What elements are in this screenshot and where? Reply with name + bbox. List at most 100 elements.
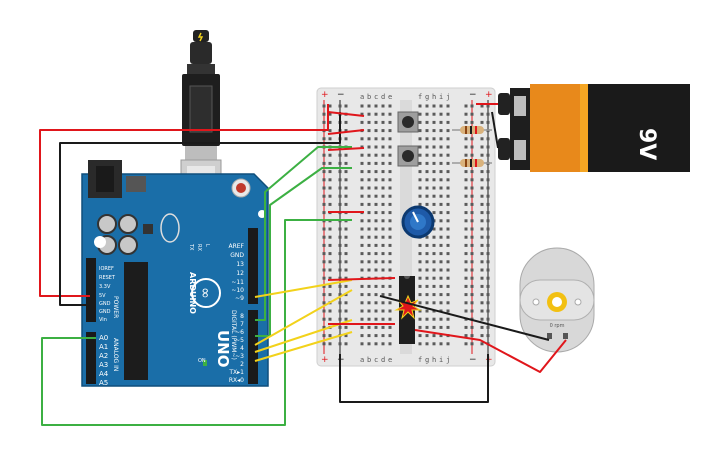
breadboard-hole[interactable]: [425, 129, 429, 133]
breadboard-hole[interactable]: [374, 334, 378, 338]
breadboard-hole[interactable]: [418, 161, 422, 165]
breadboard-hole[interactable]: [360, 170, 364, 174]
breadboard-hole[interactable]: [418, 325, 422, 329]
breadboard-hole[interactable]: [439, 252, 443, 256]
breadboard-hole[interactable]: [425, 178, 429, 182]
breadboard-hole[interactable]: [432, 268, 436, 272]
breadboard-hole[interactable]: [344, 252, 348, 256]
breadboard-hole[interactable]: [432, 276, 436, 280]
breadboard-hole[interactable]: [464, 194, 468, 198]
breadboard-hole[interactable]: [344, 104, 348, 108]
breadboard-hole[interactable]: [388, 219, 392, 223]
breadboard-hole[interactable]: [388, 194, 392, 198]
breadboard-hole[interactable]: [464, 309, 468, 313]
breadboard-hole[interactable]: [360, 260, 364, 264]
breadboard-hole[interactable]: [360, 137, 364, 141]
breadboard-hole[interactable]: [388, 112, 392, 116]
breadboard-hole[interactable]: [367, 202, 371, 206]
breadboard-hole[interactable]: [381, 325, 385, 329]
breadboard-hole[interactable]: [486, 112, 490, 116]
breadboard-hole[interactable]: [388, 317, 392, 321]
breadboard-hole[interactable]: [381, 227, 385, 231]
breadboard-hole[interactable]: [360, 293, 364, 297]
breadboard-hole[interactable]: [439, 178, 443, 182]
breadboard-hole[interactable]: [480, 112, 484, 116]
breadboard-hole[interactable]: [480, 260, 484, 264]
breadboard-hole[interactable]: [486, 194, 490, 198]
breadboard-hole[interactable]: [432, 211, 436, 215]
breadboard-hole[interactable]: [480, 145, 484, 149]
breadboard-hole[interactable]: [381, 252, 385, 256]
breadboard-hole[interactable]: [374, 120, 378, 124]
breadboard-hole[interactable]: [374, 342, 378, 346]
breadboard-hole[interactable]: [480, 284, 484, 288]
breadboard-hole[interactable]: [446, 293, 450, 297]
breadboard-hole[interactable]: [381, 260, 385, 264]
breadboard-hole[interactable]: [486, 276, 490, 280]
breadboard-hole[interactable]: [446, 178, 450, 182]
breadboard-hole[interactable]: [486, 104, 490, 108]
breadboard-hole[interactable]: [439, 137, 443, 141]
breadboard-hole[interactable]: [381, 268, 385, 272]
breadboard-hole[interactable]: [328, 284, 332, 288]
breadboard-hole[interactable]: [486, 301, 490, 305]
breadboard-hole[interactable]: [328, 276, 332, 280]
breadboard-hole[interactable]: [360, 342, 364, 346]
breadboard-hole[interactable]: [439, 268, 443, 272]
breadboard-hole[interactable]: [464, 342, 468, 346]
breadboard-hole[interactable]: [374, 161, 378, 165]
breadboard-hole[interactable]: [464, 186, 468, 190]
breadboard-hole[interactable]: [344, 153, 348, 157]
breadboard-hole[interactable]: [344, 293, 348, 297]
breadboard-hole[interactable]: [470, 243, 474, 247]
breadboard-hole[interactable]: [464, 293, 468, 297]
breadboard-hole[interactable]: [374, 235, 378, 239]
breadboard-hole[interactable]: [328, 309, 332, 313]
breadboard-hole[interactable]: [367, 170, 371, 174]
breadboard-hole[interactable]: [425, 170, 429, 174]
breadboard-hole[interactable]: [388, 235, 392, 239]
breadboard-hole[interactable]: [432, 178, 436, 182]
breadboard-hole[interactable]: [388, 129, 392, 133]
breadboard-hole[interactable]: [360, 301, 364, 305]
breadboard-hole[interactable]: [344, 243, 348, 247]
breadboard-hole[interactable]: [446, 342, 450, 346]
breadboard-hole[interactable]: [344, 325, 348, 329]
breadboard-hole[interactable]: [446, 268, 450, 272]
breadboard-hole[interactable]: [367, 219, 371, 223]
breadboard-hole[interactable]: [464, 268, 468, 272]
breadboard-hole[interactable]: [446, 161, 450, 165]
breadboard-hole[interactable]: [322, 153, 326, 157]
breadboard-hole[interactable]: [439, 243, 443, 247]
breadboard-hole[interactable]: [322, 178, 326, 182]
breadboard-hole[interactable]: [425, 260, 429, 264]
breadboard-hole[interactable]: [418, 268, 422, 272]
breadboard-hole[interactable]: [470, 219, 474, 223]
breadboard-hole[interactable]: [367, 301, 371, 305]
breadboard-hole[interactable]: [338, 186, 342, 190]
wire-red-motor[interactable]: [414, 329, 567, 373]
breadboard-hole[interactable]: [480, 153, 484, 157]
breadboard-hole[interactable]: [480, 334, 484, 338]
breadboard-hole[interactable]: [425, 194, 429, 198]
breadboard-hole[interactable]: [338, 317, 342, 321]
breadboard-hole[interactable]: [446, 170, 450, 174]
breadboard-hole[interactable]: [486, 137, 490, 141]
breadboard-hole[interactable]: [338, 301, 342, 305]
breadboard-hole[interactable]: [425, 284, 429, 288]
breadboard-hole[interactable]: [367, 161, 371, 165]
breadboard-hole[interactable]: [344, 309, 348, 313]
breadboard-hole[interactable]: [322, 120, 326, 124]
breadboard-hole[interactable]: [328, 129, 332, 133]
breadboard-hole[interactable]: [367, 317, 371, 321]
breadboard-hole[interactable]: [432, 129, 436, 133]
breadboard-hole[interactable]: [328, 227, 332, 231]
breadboard-hole[interactable]: [381, 186, 385, 190]
breadboard-hole[interactable]: [425, 243, 429, 247]
breadboard-hole[interactable]: [360, 334, 364, 338]
breadboard-hole[interactable]: [338, 276, 342, 280]
breadboard-hole[interactable]: [486, 219, 490, 223]
breadboard-hole[interactable]: [432, 194, 436, 198]
usb-cable[interactable]: [180, 30, 222, 193]
breadboard-hole[interactable]: [367, 120, 371, 124]
